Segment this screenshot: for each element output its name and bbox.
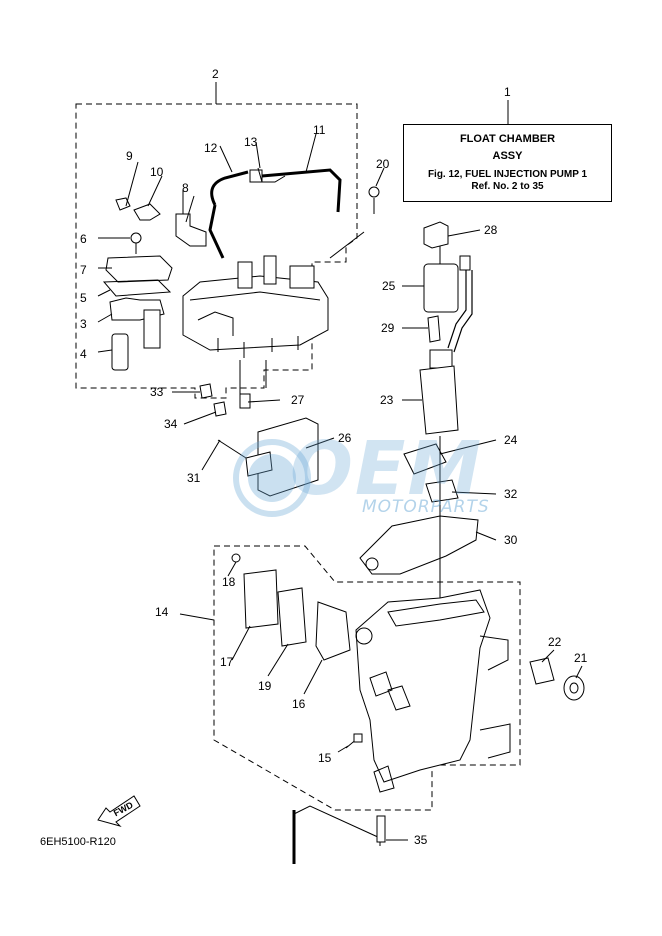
callout-19[interactable]: 19 <box>258 679 272 693</box>
title-box: FLOAT CHAMBER ASSY Fig. 12, FUEL INJECTI… <box>403 124 612 202</box>
callout-31[interactable]: 31 <box>187 471 201 485</box>
callout-35[interactable]: 35 <box>414 833 428 847</box>
callout-11[interactable]: 11 <box>313 123 326 137</box>
callout-1[interactable]: 1 <box>504 85 511 99</box>
callout-28[interactable]: 28 <box>484 223 498 237</box>
fwd-arrow-icon <box>97 795 141 827</box>
callout-2[interactable]: 2 <box>212 67 219 81</box>
callout-3[interactable]: 3 <box>80 317 87 331</box>
callout-5[interactable]: 5 <box>80 291 87 305</box>
watermark-brand: OEM <box>290 426 484 512</box>
callout-20[interactable]: 20 <box>376 157 390 171</box>
reference-code: 6EH5100-R120 <box>40 836 116 848</box>
callout-10[interactable]: 10 <box>150 165 164 179</box>
title-line-4: Ref. No. 2 to 35 <box>471 181 544 192</box>
callout-9[interactable]: 9 <box>126 149 133 163</box>
callout-13[interactable]: 13 <box>244 135 258 149</box>
callout-22[interactable]: 22 <box>548 635 562 649</box>
callout-8[interactable]: 8 <box>182 181 189 195</box>
assembly-14-boundary <box>213 545 521 811</box>
title-line-2: ASSY <box>492 150 523 162</box>
callout-27[interactable]: 27 <box>291 393 305 407</box>
assembly-2-boundary <box>75 103 358 399</box>
title-line-1: FLOAT CHAMBER <box>459 133 556 145</box>
callout-33[interactable]: 33 <box>150 385 164 399</box>
callout-18[interactable]: 18 <box>222 575 236 589</box>
callout-30[interactable]: 30 <box>504 533 518 547</box>
callout-14[interactable]: 14 <box>155 605 169 619</box>
callout-21[interactable]: 21 <box>574 651 588 665</box>
callout-17[interactable]: 17 <box>220 655 234 669</box>
callout-12[interactable]: 12 <box>204 141 218 155</box>
callout-6[interactable]: 6 <box>80 232 87 246</box>
watermark-globe-icon <box>233 439 311 517</box>
callout-15[interactable]: 15 <box>318 751 332 765</box>
callout-34[interactable]: 34 <box>164 417 178 431</box>
callout-32[interactable]: 32 <box>504 487 518 501</box>
callout-23[interactable]: 23 <box>380 393 394 407</box>
watermark-subtitle: MOTORPARTS <box>362 497 490 517</box>
title-line-3: Fig. 12, FUEL INJECTION PUMP 1 <box>427 169 588 180</box>
callout-29[interactable]: 29 <box>381 321 395 335</box>
callout-24[interactable]: 24 <box>504 433 518 447</box>
callout-16[interactable]: 16 <box>292 697 306 711</box>
callout-4[interactable]: 4 <box>80 347 87 361</box>
callout-26[interactable]: 26 <box>338 431 352 445</box>
callout-7[interactable]: 7 <box>80 263 87 277</box>
callout-25[interactable]: 25 <box>382 279 396 293</box>
